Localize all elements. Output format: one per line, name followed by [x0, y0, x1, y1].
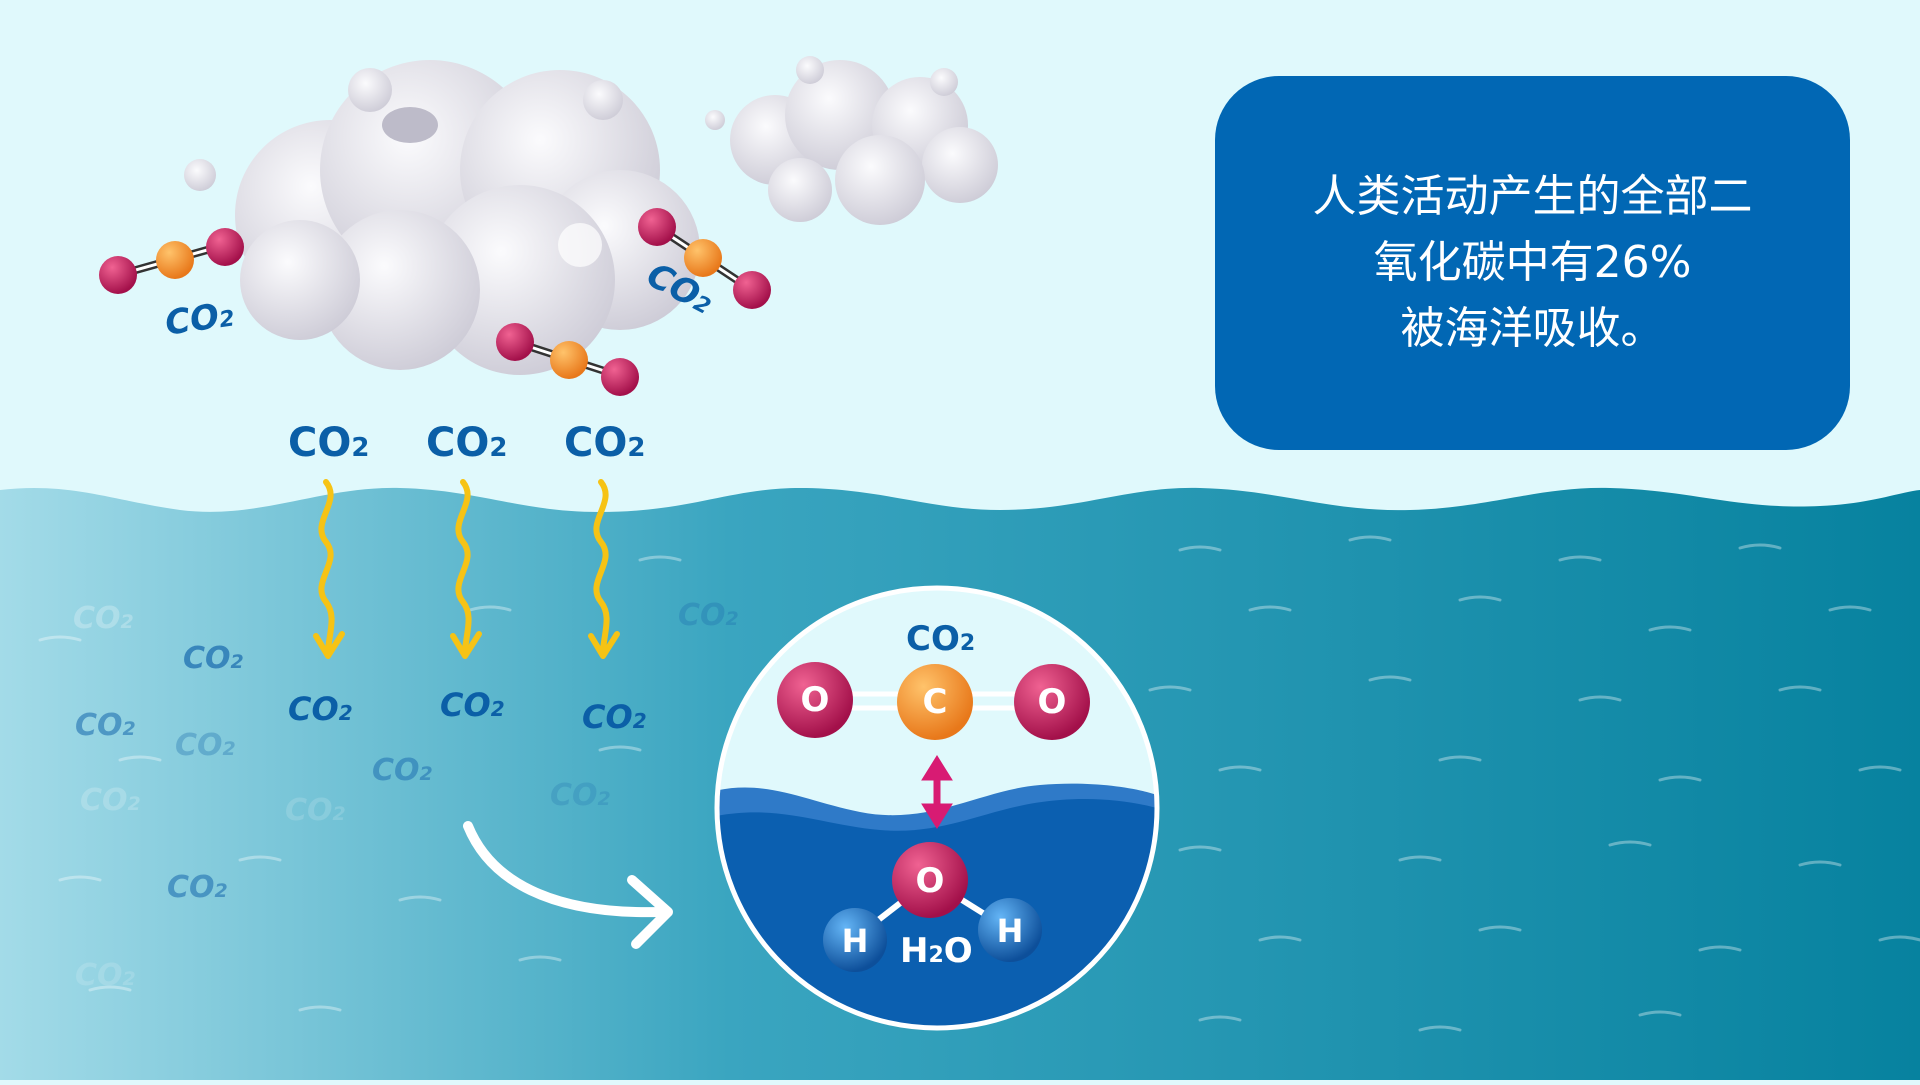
co2-molecule-center [496, 323, 639, 396]
svg-text:CO2: CO2 [372, 753, 433, 788]
svg-text:H: H [997, 912, 1024, 950]
oxygen-atom-left [777, 662, 853, 738]
info-line-2: 氧化碳中有26% [1373, 237, 1692, 288]
co2-label-surface-3: CO2 [564, 420, 645, 466]
svg-text:C: C [923, 682, 948, 722]
co2-label-surface-1: CO2 [288, 420, 369, 466]
svg-text:H: H [842, 922, 869, 960]
svg-text:CO2: CO2 [183, 641, 244, 676]
co2-label-water-3: CO2 [582, 698, 647, 736]
small-cloud [705, 56, 998, 225]
svg-text:CO2: CO2 [285, 793, 346, 828]
pink-double-arrow [921, 755, 953, 829]
faded-co2-labels: CO2 CO2 CO2 CO2 CO2 CO2 CO2 CO2 CO2 CO2 … [73, 598, 739, 993]
svg-text:CO2: CO2 [73, 601, 134, 636]
svg-text:O: O [1038, 682, 1067, 722]
large-cloud [184, 60, 700, 375]
info-line-1: 人类活动产生的全部二 [1312, 171, 1753, 222]
yellow-wavy-arrows [313, 479, 620, 659]
svg-text:CO2: CO2 [75, 958, 136, 993]
co2-molecule-right [638, 208, 771, 309]
co2-label-circle: CO2 [906, 619, 975, 659]
svg-text:O: O [801, 680, 830, 720]
info-line-3: 被海洋吸收。 [1400, 303, 1665, 354]
co2-label-left: CO2 [163, 294, 237, 343]
oxygen-atom-right [1014, 664, 1090, 740]
co2-molecule-circle: O C O [777, 662, 1090, 740]
h2o-label: H2O [900, 931, 973, 971]
svg-text:CO2: CO2 [550, 778, 611, 813]
svg-text:CO2: CO2 [175, 728, 236, 763]
svg-text:O: O [916, 861, 945, 901]
info-box: 人类活动产生的全部二 氧化碳中有26% 被海洋吸收。 [1215, 76, 1850, 450]
white-curved-arrow [463, 821, 673, 949]
co2-label-surface-2: CO2 [426, 420, 507, 466]
hydrogen-atom-left [823, 908, 887, 972]
carbon-atom [897, 664, 973, 740]
co2-label-water-1: CO2 [288, 690, 353, 728]
water-molecule: O H H [823, 842, 1042, 972]
svg-text:CO2: CO2 [80, 783, 141, 818]
svg-text:CO2: CO2 [678, 598, 739, 633]
svg-text:CO2: CO2 [75, 708, 136, 743]
co2-label-water-2: CO2 [440, 686, 505, 724]
co2-molecule-left [99, 228, 244, 294]
oxygen-atom-water [892, 842, 968, 918]
water-ripples [38, 535, 1920, 1032]
hydrogen-atom-right [978, 898, 1042, 962]
svg-text:CO2: CO2 [167, 870, 228, 905]
